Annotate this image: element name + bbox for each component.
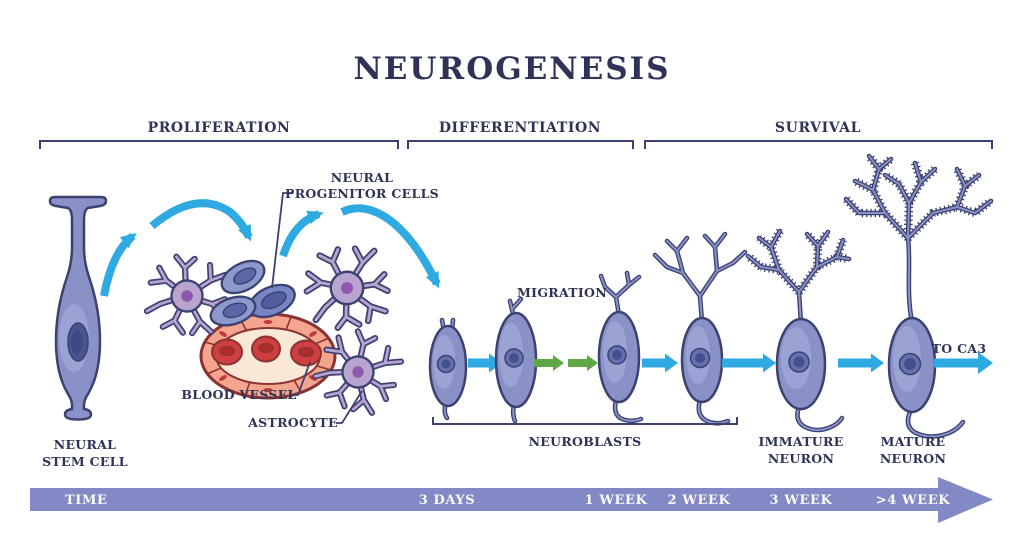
timeline-tick-2week: 2 WEEK [668,493,731,508]
proliferation-bracket [39,140,399,149]
progenitor-label-line2: PROGENITOR CELLS [285,186,439,201]
arc-arrow-icon [100,232,137,297]
blue-arrow-icon [722,353,776,373]
proliferation-arc-arrows [100,199,441,297]
neuroblast-4-illustration [652,231,748,426]
survival-bracket [644,140,993,149]
neural-stem-cell-illustration [48,195,108,421]
progenitor-label-line1: NEURAL [331,170,394,185]
neuroblast-2-illustration [494,296,538,424]
timeline-tick-3days: 3 DAYS [419,493,476,508]
neural-stem-cell-label-line1: NEURAL [54,437,117,452]
blue-arrow-icon [642,353,678,373]
blue-arrow-icon [838,353,884,373]
differentiation-bracket [407,140,634,149]
immature-neuron-label-line1: IMMATURE [758,434,843,449]
immature-neuron-label-line2: NEURON [768,451,834,466]
neural-stem-cell-label-line2: STEM CELL [42,454,128,469]
green-arrow-icon [568,355,598,371]
blue-arrow-icon [468,353,502,373]
progenitor-cells-illustration [209,259,296,327]
cell-labels: NEURAL STEM CELL NEURAL PROGENITOR CELLS… [42,170,986,469]
green-arrow-icon [534,355,564,371]
astrocyte-label: ASTROCYTE [247,415,338,430]
astrocyte-pointer-line [336,390,363,424]
arc-arrow-icon [340,204,441,289]
neuroblasts-bracket [432,417,738,425]
mature-neuron-illustration [842,153,994,439]
blood-vessel-illustration [199,312,337,400]
migration-label: MIGRATION [517,285,607,300]
neuroblast-1-illustration [428,317,468,421]
red-blood-cells [211,335,322,367]
neuroblasts-label: NEUROBLASTS [529,434,642,449]
mature-neuron-label-line1: MATURE [881,434,946,449]
phase-proliferation-label: PROLIFERATION [148,120,291,136]
blood-vessel-pointer-line [292,361,311,396]
progenitor-pointer-line [271,192,293,289]
timeline-axis-label: TIME [65,493,107,508]
neuroblast-3-illustration [597,270,644,424]
timeline-tick-1week: 1 WEEK [585,493,648,508]
phase-survival-label: SURVIVAL [775,120,861,136]
timeline-tick-4week: >4 WEEK [876,493,950,508]
phase-differentiation-label: DIFFERENTIATION [439,120,601,136]
page-title: NEUROGENESIS [353,51,670,87]
arc-arrow-icon [149,199,253,242]
to-ca3-label: TO CA3 [932,341,987,356]
timeline-bar [30,477,993,523]
immature-neuron-illustration [745,228,852,433]
astrocyte-illustration [143,252,231,339]
timeline-arrow: TIME 3 DAYS 1 WEEK 2 WEEK 3 WEEK >4 WEEK [30,477,993,523]
blood-vessel-label: BLOOD VESSEL [181,387,296,402]
arc-arrow-icon [279,210,324,258]
blue-arrow-icon [934,352,993,374]
mature-neuron-label-line2: NEURON [880,451,946,466]
astrocyte-illustration [299,240,396,336]
timeline-tick-3week: 3 WEEK [770,493,833,508]
phase-brackets: PROLIFERATION DIFFERENTIATION SURVIVAL [39,120,993,149]
